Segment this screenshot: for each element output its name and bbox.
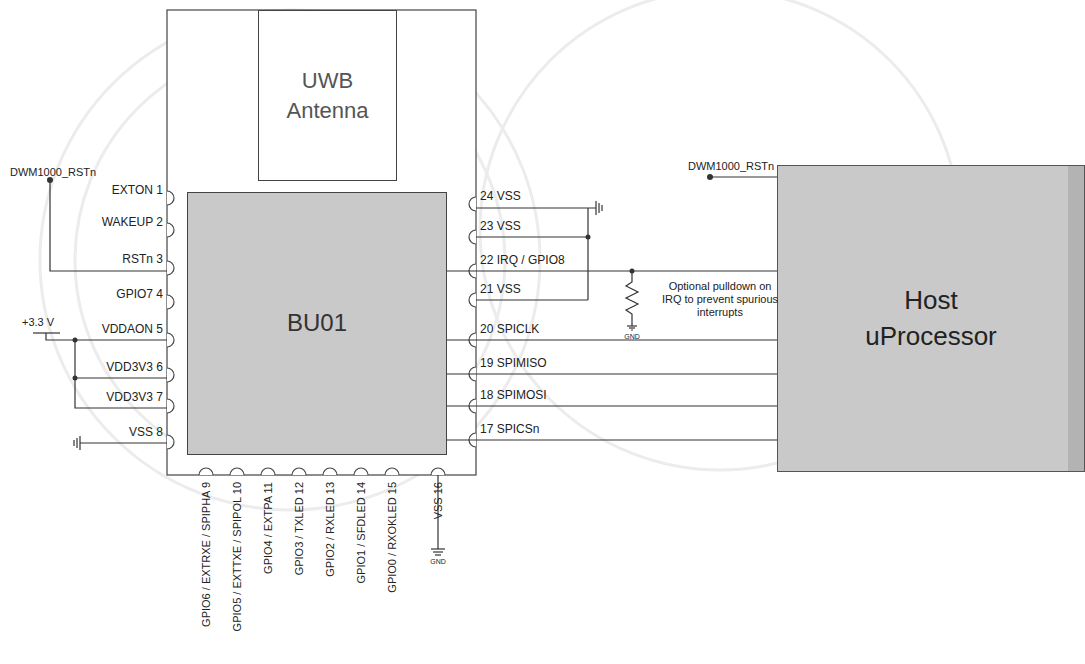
- pin-label: 20 SPICLK: [480, 323, 539, 337]
- drawing-stroke: [595, 201, 596, 215]
- node-label: BU01: [217, 307, 417, 339]
- drawing-stroke: [73, 440, 74, 446]
- pin-label: GPIO6 / EXTRXE / SPIPHA 9: [200, 482, 213, 627]
- note: Optional pulldown on IRQ to prevent spur…: [661, 280, 779, 320]
- drawing-stroke: [631, 329, 633, 330]
- drawing-stroke: [598, 203, 599, 213]
- drawing-stroke: [476, 299, 588, 300]
- pin-label: VDD3V3 6: [106, 361, 163, 375]
- drawing-stroke: [626, 271, 638, 326]
- drawing-stroke: [79, 436, 80, 450]
- pin-label: RSTn 3: [122, 253, 163, 267]
- pin-label: WAKEUP 2: [102, 216, 163, 230]
- pin-pad: [469, 293, 476, 307]
- drawing-stroke: [707, 174, 713, 180]
- drawing-stroke: [601, 205, 602, 211]
- drawing-stroke: [76, 438, 77, 448]
- node-label: UWB Antenna: [283, 66, 373, 125]
- drawing-stroke: [435, 554, 441, 555]
- signal-wire: [447, 439, 777, 440]
- pin-pad: [385, 468, 399, 475]
- drawing-stroke: [75, 340, 167, 408]
- drawing-stroke: [80, 442, 167, 443]
- module-box: BU01: [187, 192, 447, 455]
- pin-pad: [167, 261, 174, 275]
- drawing-stroke: [73, 376, 78, 381]
- ground-label: GND: [430, 558, 446, 566]
- pin-label: GPIO3 / TXLED 12: [293, 482, 306, 575]
- drawing-stroke: [586, 235, 591, 240]
- drawing-stroke: [75, 377, 167, 378]
- pin-label: 23 VSS: [480, 220, 521, 234]
- pin-pad: [292, 468, 306, 475]
- drawing-stroke: [40, 10, 540, 510]
- host-box: Host uProcessor: [777, 165, 1085, 472]
- pin-pad: [167, 191, 174, 205]
- drawing-stroke: [587, 208, 588, 300]
- pin-pad: [167, 399, 174, 413]
- pin-label: GPIO7 4: [116, 288, 163, 302]
- pin-label: GPIO2 / RXLED 13: [324, 482, 337, 577]
- antenna-box: UWB Antenna: [258, 10, 397, 181]
- pin-pads: [167, 191, 476, 475]
- drawing-stroke: [433, 551, 443, 552]
- signal-wire: [447, 373, 777, 374]
- drawing-stroke: [627, 325, 637, 326]
- pin-pad: [199, 468, 213, 475]
- net-label: DWM1000_RSTn: [10, 166, 96, 179]
- pin-pad: [261, 468, 275, 475]
- host-edge-strip: [1068, 166, 1084, 471]
- signal-wire: [447, 270, 777, 271]
- drawing-stroke: [50, 180, 167, 271]
- pin-pad: [167, 435, 174, 449]
- pin-label: VSS 8: [129, 426, 163, 440]
- pin-pad: [323, 468, 337, 475]
- pin-pad: [431, 468, 445, 475]
- pin-label: 22 IRQ / GPIO8: [480, 254, 565, 268]
- pin-label: 24 VSS: [480, 190, 521, 204]
- signal-wire: [447, 405, 777, 406]
- drawing-stroke: [710, 176, 777, 177]
- pin-pad: [230, 468, 244, 475]
- pin-label: VDD3V3 7: [106, 391, 163, 405]
- drawing-stroke: [476, 236, 588, 237]
- pin-label: EXTON 1: [112, 184, 163, 198]
- pin-label: GPIO0 / RXOKLED 15: [386, 482, 399, 593]
- module-outline: [167, 10, 476, 475]
- pin-label: 21 VSS: [480, 283, 521, 297]
- pin-pad: [354, 468, 368, 475]
- drawing-stroke: [431, 548, 445, 549]
- pin-label: VDDAON 5: [102, 323, 163, 337]
- wires: [33, 177, 777, 549]
- pin-label: VSS 16: [432, 482, 445, 519]
- net-label: DWM1000_RSTn: [688, 160, 774, 173]
- pin-label: GPIO5 / EXTTXE / SPIPOL 10: [231, 482, 244, 631]
- ground-label: GND: [624, 333, 640, 341]
- drawing-stroke: [629, 327, 635, 328]
- pin-pad: [167, 333, 174, 347]
- signal-wire: [447, 339, 777, 340]
- pin-pad: [167, 368, 174, 382]
- drawing-stroke: [73, 338, 78, 343]
- pin-label: 18 SPIMOSI: [480, 389, 547, 403]
- pin-pad: [469, 197, 476, 211]
- drawing-stroke: [476, 207, 596, 208]
- node-label: Host uProcessor: [856, 283, 1006, 353]
- pin-pad: [469, 230, 476, 244]
- pin-pad: [167, 295, 174, 309]
- supply-label: +3.3 V: [22, 316, 54, 329]
- pin-label: 19 SPIMISO: [480, 357, 547, 371]
- pin-label: GPIO4 / EXTPA 11: [262, 482, 275, 574]
- pin-label: 17 SPICSn: [480, 423, 539, 437]
- pin-label: GPIO1 / SFDLED 14: [355, 482, 368, 583]
- pin-pad: [167, 223, 174, 237]
